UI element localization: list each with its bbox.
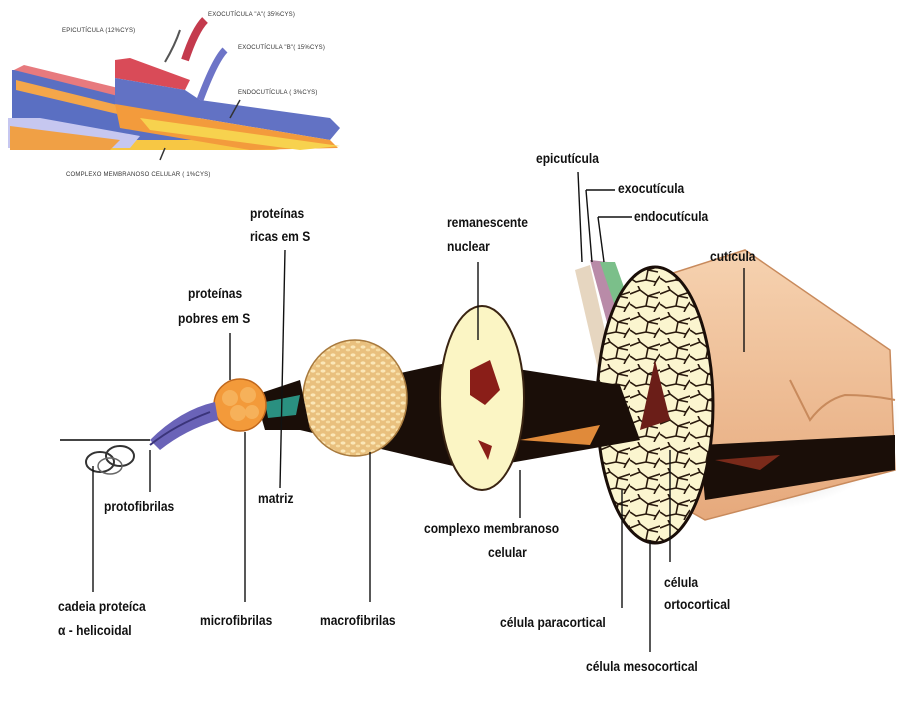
label-proteinas-pobres-2: pobres em S [178, 310, 250, 327]
protofibrils [150, 402, 218, 450]
inset-exocuticula-b-label: EXOCUTÍCULA "B"( 15%CYS) [238, 45, 325, 51]
label-paracortical: célula paracortical [500, 614, 606, 631]
inset-endocuticula-label: ENDOCUTÍCULA ( 3%CYS) [238, 90, 318, 96]
label-epicuticula: epicutícula [536, 150, 599, 167]
label-proteinas-pobres-1: proteínas [188, 285, 242, 302]
microfibril-section [214, 379, 310, 431]
inset-complexo-label: COMPLEXO MEMBRANOSO CELULAR ( 1%CYS) [66, 172, 211, 178]
label-protofibrilas: protofibrilas [104, 498, 174, 515]
label-mesocortical: célula mesocortical [586, 658, 698, 675]
label-matriz: matriz [258, 490, 293, 507]
label-proteinas-ricas-1: proteínas [250, 205, 304, 222]
label-complexo-2: celular [488, 544, 527, 561]
inset-epicuticula-label: EPICUTÍCULA (12%CYS) [62, 28, 135, 34]
label-cuticula: cutícula [710, 248, 755, 265]
label-proteinas-ricas-2: ricas em S [250, 228, 310, 245]
label-remanescente-2: nuclear [447, 238, 490, 255]
label-remanescente-1: remanescente [447, 214, 528, 231]
macrofibril-section [440, 306, 524, 490]
label-cadeia-2: α - helicoidal [58, 622, 132, 639]
macrofibrils-bundle [303, 340, 407, 456]
label-cadeia-1: cadeia proteíca [58, 598, 146, 615]
label-macrofibrilas: macrofibrilas [320, 612, 396, 629]
label-ortocortical-1: célula [664, 574, 698, 591]
label-exocuticula: exocutícula [618, 180, 684, 197]
label-complexo-1: complexo membranoso [424, 520, 559, 537]
alpha-helix-chain [60, 440, 150, 474]
label-microfibrilas: microfibrilas [200, 612, 272, 629]
label-ortocortical-2: ortocortical [664, 596, 730, 613]
label-endocuticula: endocutícula [634, 208, 708, 225]
inset-exocuticula-a-label: EXOCUTÍCULA "A"( 35%CYS) [208, 12, 295, 18]
